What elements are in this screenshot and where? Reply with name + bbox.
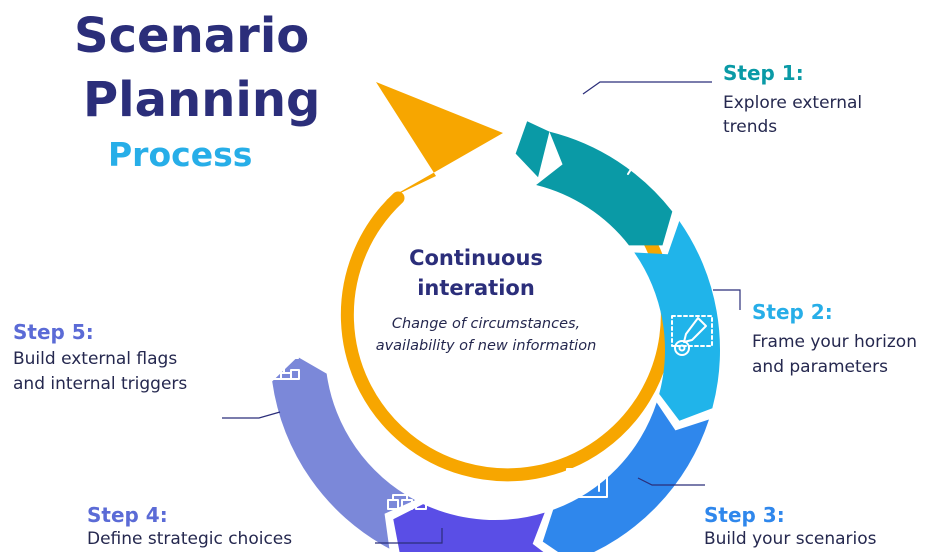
step-5-desc-line-1: Build external flags (13, 349, 178, 369)
step-1-desc-line-1: Explore external (723, 93, 863, 113)
center-heading-line-2: interation (417, 276, 535, 300)
center-subtext-line-1: Change of circumstances, (391, 316, 581, 332)
step-4-desc-line-1: Define strategic choices (87, 529, 293, 549)
step-1-connector (582, 81, 712, 95)
step-3-segment[interactable] (542, 402, 709, 552)
flowchart-board-icon (566, 468, 608, 498)
step-2-desc-line-1: Frame your horizon (752, 332, 917, 352)
step-2-connector (713, 289, 741, 310)
step-2-desc-line-2: and parameters (752, 357, 888, 377)
step-5-desc-line-2: and internal triggers (13, 374, 188, 394)
step-2-arc[interactable] (634, 220, 720, 421)
flag-podium-icon (272, 344, 300, 380)
step-1-label: Step 1: (723, 61, 804, 85)
step-1-arrowhead (515, 121, 550, 186)
step-2-label: Step 2: (752, 300, 833, 324)
step-3-desc-line-1: Build your scenarios (704, 529, 877, 549)
step-4-label: Step 4: (87, 503, 168, 527)
page-title-line-2: Planning (83, 72, 321, 128)
chess-hierarchy-icon (387, 473, 427, 510)
step-2-segment[interactable] (634, 220, 720, 421)
step-5-label: Step 5: (13, 320, 94, 344)
center-subtext-line-2: availability of new information (375, 338, 597, 354)
step-5-segment[interactable] (272, 356, 416, 549)
step-3-label: Step 3: (704, 503, 785, 527)
step-1-desc-line-2: trends (723, 117, 778, 137)
step-3-arc[interactable] (542, 402, 709, 552)
step-5-connector (222, 411, 281, 419)
step-5-arc[interactable] (272, 356, 416, 549)
step-1-arc[interactable] (536, 131, 673, 246)
pen-gear-icon (671, 315, 713, 356)
magnifier-globe-icon (627, 142, 667, 175)
step-4-segment[interactable] (393, 504, 561, 552)
center-heading-line-1: Continuous (409, 246, 543, 270)
step-1-segment[interactable] (515, 121, 673, 246)
step-3-connector (637, 477, 705, 486)
page-title-line-3: Process (108, 135, 253, 174)
step-4-connector (375, 528, 443, 544)
iteration-loop-arrowhead (376, 82, 503, 200)
step-4-arc[interactable] (393, 504, 561, 552)
page-title-line-1: Scenario (74, 8, 310, 64)
